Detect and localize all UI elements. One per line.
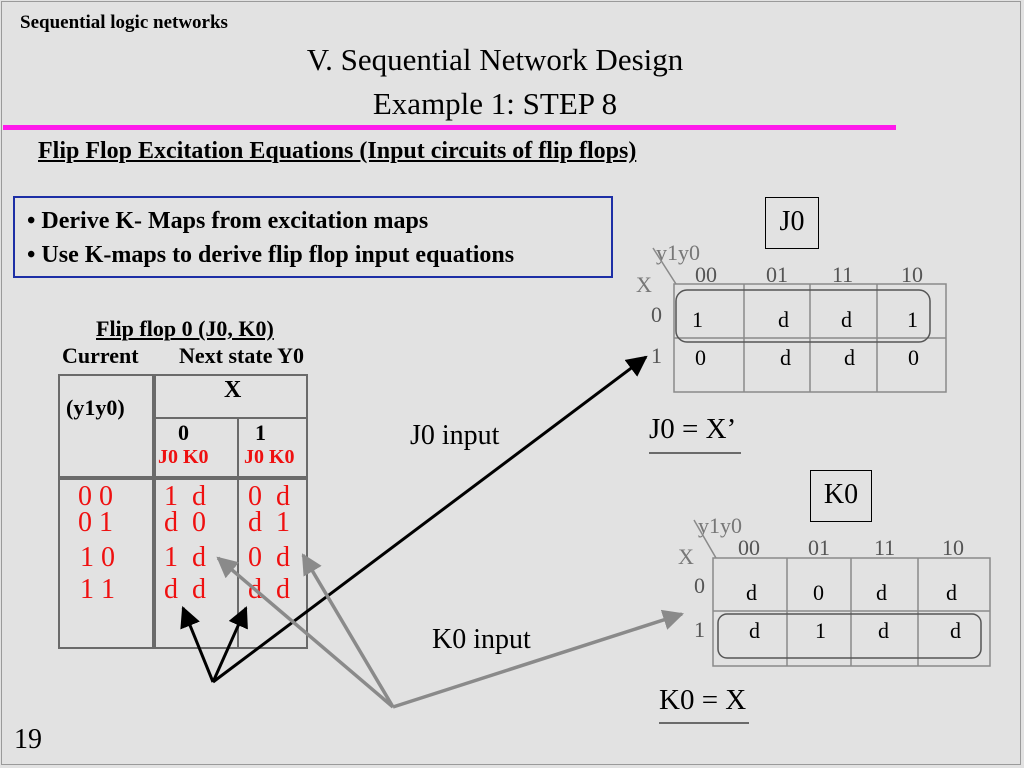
kmap-j0-col-label: 10	[901, 262, 923, 287]
kmap-j0-col-var: y1y0	[656, 240, 700, 265]
slide-subtitle: Example 1: STEP 8	[372, 86, 618, 121]
j0-input-label: J0 input	[410, 420, 500, 451]
kmap-k0-cell: d	[950, 618, 961, 643]
kmap-k0-grid	[693, 519, 991, 667]
x1-cell: 0 d	[248, 481, 290, 512]
sub-header-x0: J0 K0	[158, 446, 209, 468]
kmap-k0-cell: d	[749, 618, 760, 643]
kmap-j0-col-label: 11	[832, 262, 854, 287]
kmap-j0-row-label: 1	[651, 343, 662, 368]
x-header: X	[224, 377, 242, 403]
kmap-j0-cell: d	[778, 307, 789, 332]
kmap-j0-cell: d	[780, 345, 791, 370]
kmap-k0-col-label: 10	[942, 535, 964, 560]
bullet-item: • Use K-maps to derive flip flop input e…	[27, 242, 515, 268]
kmap-k0-col-var: y1y0	[698, 513, 742, 538]
x-value-0: 0	[178, 420, 189, 445]
kmap-j0-cell: 1	[907, 307, 918, 332]
kmap-j0-equation: J0 = X’	[649, 413, 737, 445]
page-number: 19	[14, 724, 42, 755]
course-label: Sequential logic networks	[20, 12, 228, 33]
x0-cell: 1 d	[164, 481, 206, 512]
x0-cell: d d	[164, 574, 206, 605]
kmap-j0-col-label: 01	[766, 262, 788, 287]
state-header: (y1y0)	[66, 395, 125, 420]
sub-header-x1: J0 K0	[244, 446, 295, 468]
state-row: 1 1	[80, 574, 115, 605]
kmap-k0-cell: d	[946, 580, 957, 605]
kmap-k0-row-var: X	[678, 544, 694, 569]
kmap-k0-cell: 1	[815, 618, 826, 643]
k0-equation-underline	[659, 722, 749, 724]
kmap-k0-row-label: 1	[694, 617, 705, 642]
x0-cell: d 0	[164, 507, 206, 538]
kmap-j0-col-label: 00	[695, 262, 717, 287]
kmap-j0-grid	[652, 247, 947, 393]
kmap-k0-col-label: 11	[874, 535, 896, 560]
kmap-j0-cell: d	[844, 345, 855, 370]
bullet-item: • Derive K- Maps from excitation maps	[27, 208, 429, 234]
kmap-k0-row-label: 0	[694, 573, 705, 598]
kmap-k0-name-box: K0	[810, 470, 872, 522]
kmap-j0-cell: 0	[695, 345, 706, 370]
kmap-j0-cell: 0	[908, 345, 919, 370]
current-label: Current	[62, 343, 139, 368]
kmap-k0-cell: 0	[813, 580, 824, 605]
state-row: 0 1	[78, 507, 113, 538]
j0-arrows	[180, 355, 648, 684]
kmap-j0-row-var: X	[636, 272, 652, 297]
kmap-k0-cell: d	[876, 580, 887, 605]
section-heading: Flip Flop Excitation Equations (Input ci…	[38, 138, 637, 164]
bullet-box: • Derive K- Maps from excitation maps • …	[13, 196, 613, 278]
excitation-table-title: Flip flop 0 (J0, K0)	[96, 316, 274, 341]
x0-cell: 1 d	[164, 542, 206, 573]
kmap-k0-cell: d	[878, 618, 889, 643]
state-row: 0 0	[78, 481, 113, 512]
kmap-j0-name-box: J0	[765, 197, 819, 249]
kmap-j0-cell: 1	[692, 307, 703, 332]
x1-cell: 0 d	[248, 542, 290, 573]
x1-cell: d 1	[248, 507, 290, 538]
kmap-k0-col-label: 00	[738, 535, 760, 560]
accent-rule	[3, 125, 896, 130]
kmap-j0-row-label: 0	[651, 302, 662, 327]
kmap-j0-cell: d	[841, 307, 852, 332]
state-row: 1 0	[80, 542, 115, 573]
excitation-table-grid	[58, 374, 308, 649]
next-state-label: Next state Y0	[179, 343, 305, 368]
k0-arrows	[216, 553, 684, 709]
kmap-k0-cell: d	[746, 580, 757, 605]
x-value-1: 1	[255, 420, 266, 445]
k0-input-label: K0 input	[432, 624, 531, 655]
kmap-k0-equation: K0 = X	[659, 684, 747, 716]
kmap-k0-col-label: 01	[808, 535, 830, 560]
slide-title: V. Sequential Network Design	[306, 42, 684, 77]
j0-equation-underline	[649, 452, 741, 454]
